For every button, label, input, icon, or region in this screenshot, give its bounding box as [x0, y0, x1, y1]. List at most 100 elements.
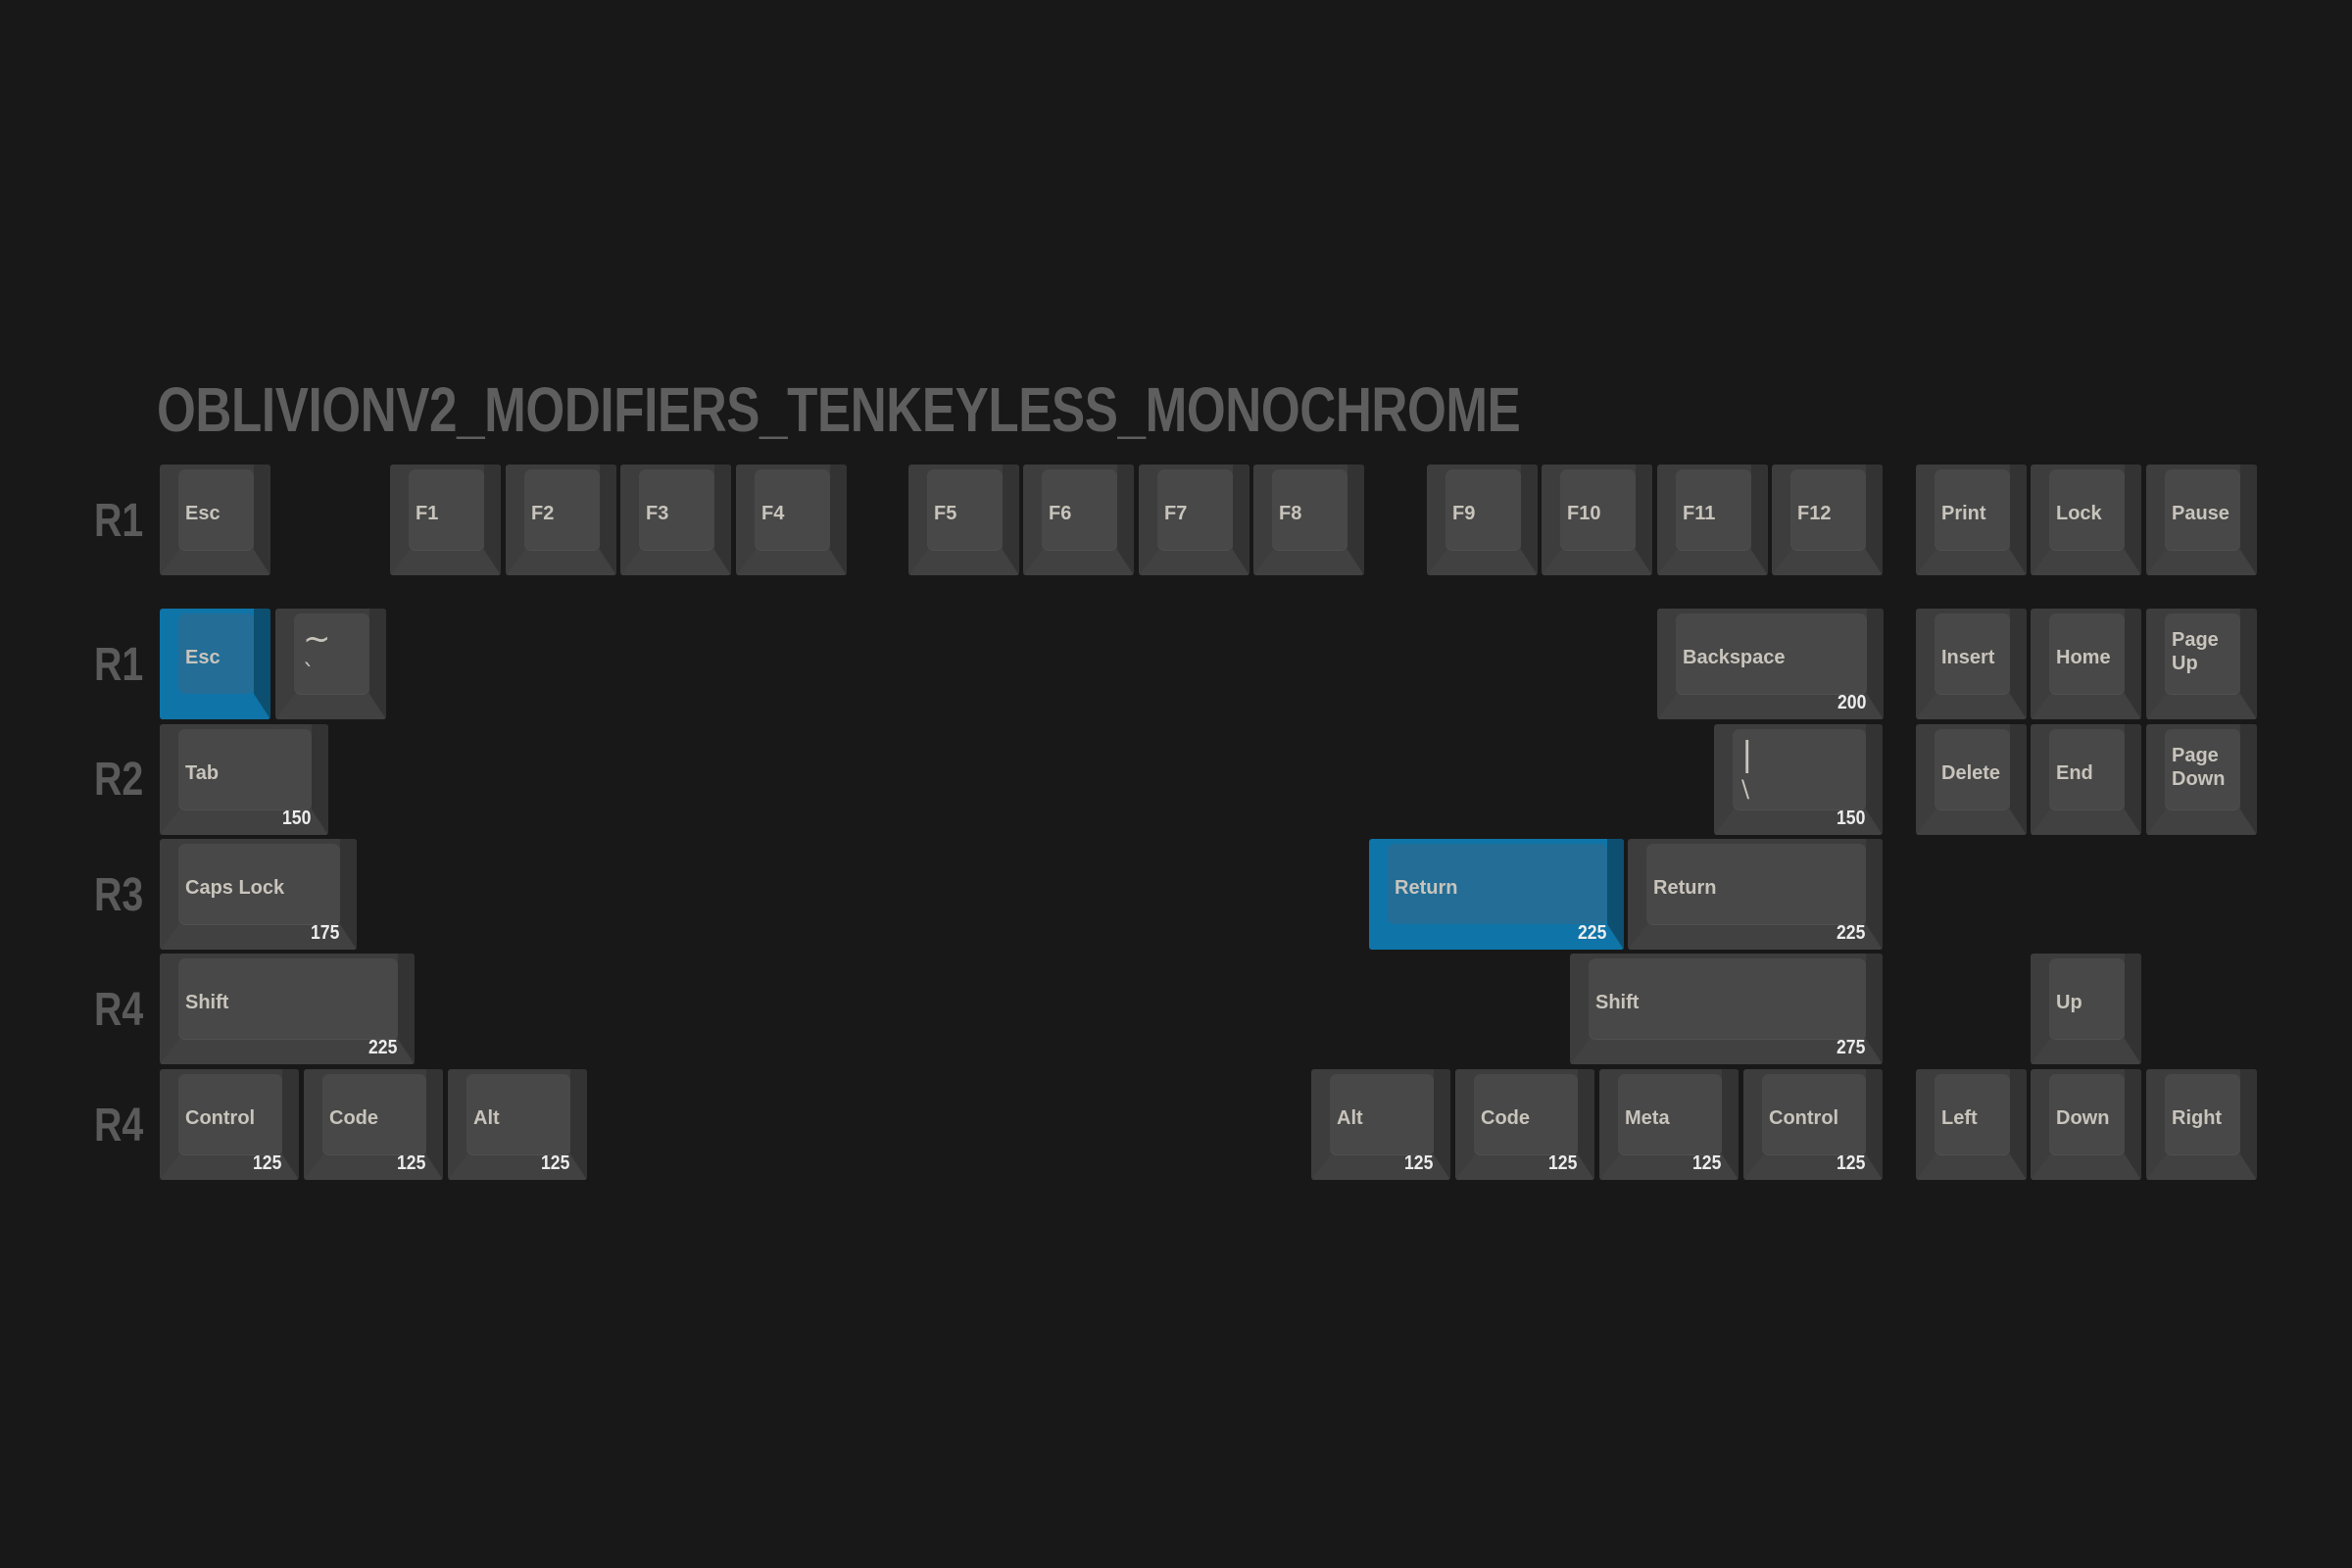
key-f9[interactable]: F9 [1427, 465, 1538, 575]
key-f10[interactable]: F10 [1542, 465, 1652, 575]
key-f2[interactable]: F2 [506, 465, 616, 575]
key-legend: Shift [1595, 992, 1640, 1013]
key-bevel [1578, 1069, 1594, 1180]
key-tilde[interactable]: ~` [275, 609, 386, 719]
key-legend: Home [2056, 647, 2111, 668]
key-f8[interactable]: F8 [1253, 465, 1364, 575]
key-bevel [2125, 954, 2141, 1064]
keycap-face [1935, 613, 2010, 694]
key-legend: Lock [2056, 503, 2102, 524]
key-rcode[interactable]: Code 125 [1455, 1069, 1594, 1180]
key-size-label: 125 [252, 1152, 281, 1174]
key-down[interactable]: Down [2031, 1069, 2141, 1180]
key-bevel [1369, 924, 1624, 950]
keycap-face [2049, 1074, 2125, 1154]
key-bevel [448, 1154, 587, 1180]
key-legend: Tab [185, 762, 220, 784]
keycap-face [1560, 469, 1636, 550]
key-f4[interactable]: F4 [736, 465, 847, 575]
keycap-face [178, 613, 254, 694]
key-legend: Backspace [1683, 647, 1786, 668]
key-backslash[interactable]: |\150 [1714, 724, 1883, 835]
key-bevel [506, 550, 616, 575]
keycap-face [1676, 469, 1751, 550]
key-f3[interactable]: F3 [620, 465, 731, 575]
keycap-face [2049, 613, 2125, 694]
key-pageup[interactable]: Page Up [2146, 609, 2257, 719]
keycap-face [1474, 1074, 1578, 1154]
key-delete[interactable]: Delete [1916, 724, 2027, 835]
keycap-face [178, 469, 254, 550]
key-esc-f[interactable]: Esc [160, 465, 270, 575]
keycap-face [2165, 469, 2240, 550]
key-size-label: 200 [1837, 692, 1866, 713]
key-pagedown[interactable]: Page Down [2146, 724, 2257, 835]
key-bevel [2125, 609, 2141, 719]
keycap-face [2049, 729, 2125, 809]
key-bevel [369, 609, 386, 719]
key-bevel [2125, 724, 2141, 835]
key-legend-base: ` [303, 660, 315, 687]
key-bevel [2146, 1154, 2257, 1180]
key-insert[interactable]: Insert [1916, 609, 2027, 719]
key-size-label: 225 [1836, 922, 1865, 944]
keycap-face [1935, 1074, 2010, 1154]
key-bevel [1743, 1154, 1883, 1180]
key-bevel [1866, 1069, 1883, 1180]
key-size-label: 125 [1547, 1152, 1577, 1174]
key-bevel [2125, 1069, 2141, 1180]
keycap-face [178, 729, 312, 809]
key-f6[interactable]: F6 [1023, 465, 1134, 575]
key-bevel [2146, 809, 2257, 835]
key-f12[interactable]: F12 [1772, 465, 1883, 575]
key-backspace[interactable]: Backspace 200 [1657, 609, 1884, 719]
key-bevel [1636, 465, 1652, 575]
row-label-r4: R4 [94, 1100, 144, 1152]
key-lock[interactable]: Lock [2031, 465, 2141, 575]
key-bevel [2240, 465, 2257, 575]
key-rshift[interactable]: Shift 275 [1570, 954, 1883, 1064]
key-f1[interactable]: F1 [390, 465, 501, 575]
key-bevel [2010, 724, 2027, 835]
key-f11[interactable]: F11 [1657, 465, 1768, 575]
keycap-face [178, 1074, 282, 1154]
key-pause[interactable]: Pause [2146, 465, 2257, 575]
key-legend: F11 [1683, 503, 1716, 524]
key-legend: Meta [1625, 1107, 1670, 1129]
keycap-face [639, 469, 714, 550]
key-up[interactable]: Up [2031, 954, 2141, 1064]
key-home[interactable]: Home [2031, 609, 2141, 719]
key-bevel [398, 954, 415, 1064]
key-esc-blue[interactable]: Esc [160, 609, 270, 719]
key-legend-shifted: ~ [303, 619, 331, 659]
key-f5[interactable]: F5 [908, 465, 1019, 575]
key-legend: Code [1481, 1107, 1530, 1129]
keycap-face [524, 469, 600, 550]
key-legend: Insert [1941, 647, 1995, 668]
key-bevel [1311, 1154, 1450, 1180]
key-print[interactable]: Print [1916, 465, 2027, 575]
keycap-face [1042, 469, 1117, 550]
row-label-r1: R1 [94, 495, 144, 547]
keycap-face [1762, 1074, 1866, 1154]
key-left[interactable]: Left [1916, 1069, 2027, 1180]
key-legend: Delete [1941, 762, 2001, 784]
key-right[interactable]: Right [2146, 1069, 2257, 1180]
key-end[interactable]: End [2031, 724, 2141, 835]
key-legend: Alt [473, 1107, 500, 1129]
key-legend: Left [1941, 1107, 1978, 1129]
key-size-label: 275 [1836, 1037, 1865, 1058]
key-f7[interactable]: F7 [1139, 465, 1250, 575]
key-bevel [714, 465, 731, 575]
